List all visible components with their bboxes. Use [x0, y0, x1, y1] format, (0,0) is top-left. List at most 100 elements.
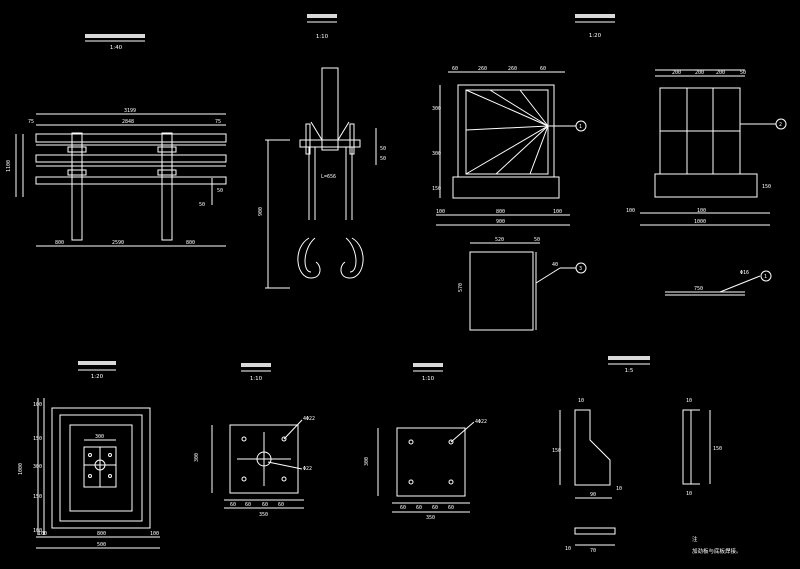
stiffener-bottom [574, 527, 616, 535]
dim-label: 500 [97, 542, 106, 548]
dim-label: 1000 [18, 463, 24, 475]
plate-outline [469, 251, 534, 331]
dim-label: 70 [590, 548, 596, 554]
dim-label: 300 [364, 457, 370, 466]
steel-plate-detail: 520 50 570 3 40 [458, 237, 587, 331]
dim-label: 50 [199, 202, 205, 208]
guardrail-elevation-view: 1:40 3199 2848 75 75 1100 800 2590 800 5… [6, 34, 227, 247]
dim-label: 150 [713, 446, 722, 452]
dim-label: 900 [496, 219, 505, 225]
dim-label: 800 [186, 240, 195, 246]
stiffener-side [682, 409, 692, 485]
anchor-plate-2-view: 1:10 4Φ22 300 60 60 60 60 350 [364, 363, 487, 521]
view-scale: 1:5 [625, 368, 634, 374]
callout-marker [575, 120, 587, 132]
dim-label: 350 [259, 512, 268, 518]
note-text: 加劲板与底板焊接。 [692, 547, 742, 555]
dim-label: 100 [626, 208, 635, 214]
rod-detail: 750 Φ16 1 [665, 270, 772, 296]
view-scale: 1:10 [250, 376, 263, 382]
dim-label: 90 [590, 492, 596, 498]
dim-label: 260 [508, 66, 517, 72]
view-title-bar [413, 363, 443, 367]
dim-label: 100 [33, 402, 42, 408]
view-title-bar [85, 34, 145, 38]
dim-label: 10 [578, 398, 584, 404]
dim-label: 260 [478, 66, 487, 72]
dim-label: 60 [448, 505, 454, 511]
base-outer [51, 407, 151, 529]
dim-label: 60 [400, 505, 406, 511]
dim-label: 4Φ22 [475, 419, 487, 425]
dim-label: 10 [686, 491, 692, 497]
post-pipe [321, 67, 339, 151]
base-plate [299, 139, 361, 148]
anchor-hook-left [297, 237, 321, 279]
dim-label: 50 [740, 70, 746, 76]
dim-label: 200 [695, 70, 704, 76]
view-title-bar [575, 14, 615, 18]
dim-label: 60 [540, 66, 546, 72]
panel-base [452, 176, 560, 199]
stiffener-plate [574, 409, 611, 486]
dim-label: 60 [262, 502, 268, 508]
dim-label: 100 [553, 209, 562, 215]
dim-label: 40 [552, 262, 558, 268]
post-detail-view: 1:10 L=656 900 50 50 [258, 14, 386, 289]
base-plan-view: 1:20 300 100 150 300 150 100 1000 100 80… [18, 361, 160, 549]
view-scale: 1:20 [589, 33, 602, 39]
view-scale: 1:20 [91, 374, 104, 380]
dim-label: 1000 [694, 219, 706, 225]
dim-label: 1100 [6, 160, 12, 172]
rail-middle [35, 154, 227, 163]
callout-number: 2 [779, 122, 782, 128]
rail-bottom [35, 176, 227, 185]
stiffener-view: 1:5 150 10 90 10 150 10 10 70 10 注 加劲板与底… [552, 356, 742, 555]
dim-label: 60 [452, 66, 458, 72]
dim-label: 50 [380, 156, 386, 162]
view-title-bar [307, 14, 337, 18]
view-title-bar [241, 363, 271, 367]
dim-label: 100 [697, 208, 706, 214]
dim-label: 10 [616, 486, 622, 492]
panel-side-view: 200 200 200 50 2 150 100 100 1000 [626, 69, 787, 226]
dim-label: 4Φ22 [303, 416, 315, 422]
view-scale: 1:10 [422, 376, 435, 382]
center-hole [256, 451, 272, 467]
dim-label: 300 [194, 453, 200, 462]
post-right [161, 132, 173, 241]
panel-front-view: 1:20 60 260 260 60 1 300 300 150 100 800… [432, 14, 615, 226]
dim-label: 800 [97, 531, 106, 537]
dim-label: 570 [458, 283, 464, 292]
dim-label: 520 [495, 237, 504, 243]
dim-label: 300 [95, 434, 104, 440]
dim-label: 50 [534, 237, 540, 243]
dim-label: 300 [432, 151, 441, 157]
dim-label: 150 [33, 436, 42, 442]
view-title-bar [608, 356, 650, 360]
callout-number: 1 [764, 274, 767, 280]
dim-label: L=656 [321, 174, 336, 180]
dim-label: 800 [55, 240, 64, 246]
dim-label: 300 [33, 464, 42, 470]
dim-label: 100 [38, 531, 47, 537]
callout-marker [760, 270, 772, 282]
dim-label: 200 [716, 70, 725, 76]
panel-side-base [654, 173, 758, 198]
anchor-plate [229, 424, 299, 494]
callout-number: 1 [579, 124, 582, 130]
view-scale: 1:40 [110, 45, 123, 51]
dim-label: 2848 [122, 119, 134, 125]
dim-label: 60 [245, 502, 251, 508]
view-scale: 1:10 [316, 34, 329, 40]
dim-label: 350 [426, 515, 435, 521]
dim-label: 300 [432, 106, 441, 112]
dim-label: 100 [150, 531, 159, 537]
dim-label: 60 [416, 505, 422, 511]
callout-marker [575, 262, 587, 274]
dim-label: 3199 [124, 108, 136, 114]
dim-label: 800 [496, 209, 505, 215]
dim-label: 900 [258, 207, 264, 216]
dim-label: 10 [565, 546, 571, 552]
